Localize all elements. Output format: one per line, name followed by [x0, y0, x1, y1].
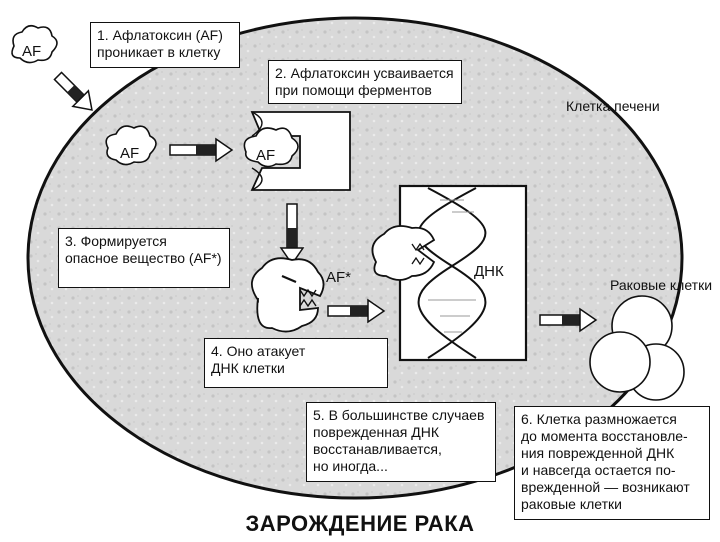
af-inside-label: AF	[120, 145, 139, 162]
step-1-box: 1. Афлатоксин (AF) проникает в клетку	[90, 22, 240, 68]
dna-label: ДНК	[474, 263, 504, 280]
enzyme: AF	[243, 111, 351, 191]
arrow-entry	[53, 71, 93, 111]
arrow-down	[279, 203, 305, 266]
step-6-box: 6. Клетка размножается до момента восста…	[514, 406, 710, 520]
af-molecule-outside: AF	[11, 24, 58, 64]
cancer-cells	[589, 295, 685, 401]
step-5-box: 5. В большинстве случаев поврежденная ДН…	[306, 402, 496, 482]
cancer-cells-label: Раковые клетки	[610, 277, 713, 293]
arrow-to-enzyme	[169, 137, 234, 163]
dna-box: ДНК	[371, 184, 528, 362]
af-enzyme-label: AF	[256, 147, 275, 164]
af-molecule-inside: AF	[105, 125, 157, 166]
arrow-to-dna	[327, 298, 386, 324]
af-outside-label: AF	[22, 43, 41, 60]
step-3-box: 3. Формируется опасное вещество (AF*)	[58, 228, 230, 288]
step-2-box: 2. Афлатоксин усваивается при помощи фер…	[268, 60, 462, 104]
dna-chomper	[371, 225, 436, 281]
af-star-chomper: AF*	[251, 257, 351, 333]
liver-cell-membrane	[26, 16, 684, 500]
liver-cell-label: Клетка печени	[566, 98, 660, 114]
arrow-to-cancer	[539, 307, 598, 333]
diagram-title: ЗАРОЖДЕНИЕ РАКА	[245, 511, 475, 536]
step-4-box: 4. Оно атакует ДНК клетки	[204, 338, 388, 388]
af-star-label: AF*	[326, 269, 351, 286]
